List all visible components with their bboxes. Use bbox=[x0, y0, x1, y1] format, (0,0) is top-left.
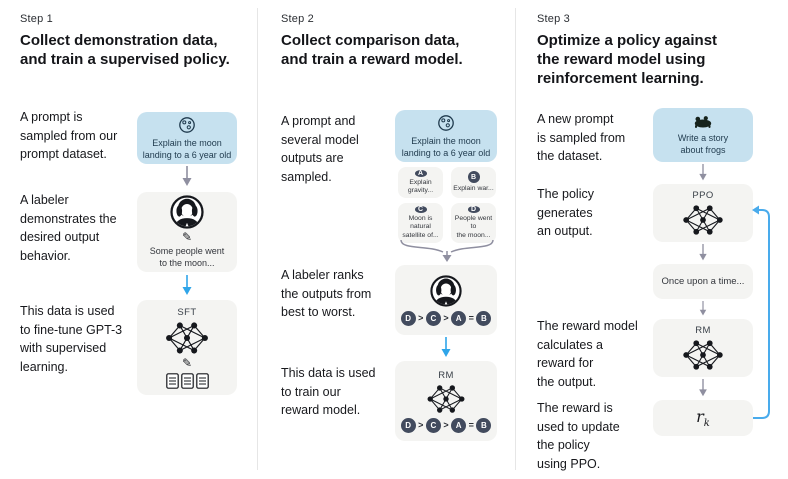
neural-network-icon bbox=[427, 384, 465, 413]
rank-separator: > bbox=[418, 313, 424, 323]
prompt-box: Explain the moon landing to a 6 year old bbox=[137, 112, 237, 164]
step-3-title: Optimize a policy against the reward mod… bbox=[537, 32, 718, 87]
model-label: RM bbox=[695, 325, 711, 336]
prompt-box: Explain the moon landing to a 6 year old bbox=[395, 110, 497, 162]
step-1-paragraph: A prompt is sampled from our prompt data… bbox=[20, 110, 118, 161]
model-label: PPO bbox=[692, 190, 714, 201]
generated-output-box: Once upon a time... bbox=[653, 264, 753, 299]
down-arrow-icon bbox=[699, 379, 707, 397]
output-badge: A bbox=[414, 169, 427, 177]
down-arrow-icon bbox=[699, 164, 707, 181]
output-box-d: D People went to the moon... bbox=[451, 203, 496, 243]
output-text: People went to the moon... bbox=[454, 214, 493, 239]
output-text: Explain war... bbox=[453, 185, 494, 193]
reward-value-box: rk bbox=[653, 400, 753, 436]
output-box-a: A Explain gravity... bbox=[398, 167, 443, 198]
reward-symbol: rk bbox=[696, 406, 710, 430]
step-1-paragraph: This data is used to fine-tune GPT-3 wit… bbox=[20, 304, 123, 374]
step-1-paragraph: A labeler demonstrates the desired outpu… bbox=[20, 193, 117, 263]
rank-badge: D bbox=[400, 310, 416, 326]
rank-badge: A bbox=[451, 417, 467, 433]
step-3-paragraph: The policy generates an output. bbox=[537, 187, 594, 238]
moon-icon bbox=[438, 114, 454, 131]
down-arrow-icon bbox=[699, 244, 707, 261]
document-icon bbox=[195, 372, 209, 389]
sft-model-box: SFT ✎ bbox=[137, 300, 237, 395]
rank-badge: B bbox=[476, 310, 492, 326]
output-box-b: B Explain war... bbox=[451, 167, 496, 198]
pencil-icon: ✎ bbox=[181, 230, 193, 244]
neural-network-icon bbox=[166, 321, 208, 354]
prompt-text: Explain the moon landing to a 6 year old bbox=[142, 137, 232, 160]
rank-badge: C bbox=[425, 417, 441, 433]
frog-icon bbox=[694, 115, 712, 128]
labeler-icon bbox=[170, 195, 204, 229]
generated-output-text: Once upon a time... bbox=[661, 275, 745, 287]
documents-icon bbox=[165, 372, 209, 389]
rank-badge: B bbox=[476, 417, 492, 433]
rm-model-box: RM bbox=[653, 319, 753, 377]
model-label: SFT bbox=[177, 306, 197, 318]
neural-network-icon bbox=[683, 205, 723, 235]
down-arrow-blue-icon bbox=[182, 275, 192, 295]
document-icon bbox=[180, 372, 194, 389]
prompt-box: Write a story about frogs bbox=[653, 108, 753, 162]
output-badge: C bbox=[414, 205, 427, 213]
step-1-label: Step 1 bbox=[20, 13, 54, 25]
demonstration-text: Some people went to the moon... bbox=[149, 246, 225, 268]
rank-separator: = bbox=[468, 420, 474, 430]
step-3-paragraph: The reward is used to update the policy … bbox=[537, 401, 620, 471]
down-arrow-icon bbox=[182, 166, 192, 186]
rank-badge: D bbox=[400, 417, 416, 433]
rank-separator: > bbox=[418, 420, 424, 430]
column-divider bbox=[515, 8, 516, 470]
step-2-paragraph: A prompt and several model outputs are s… bbox=[281, 114, 359, 184]
column-divider bbox=[257, 8, 258, 470]
down-arrow-blue-icon bbox=[441, 337, 451, 357]
step-3-paragraph: The reward model calculates a reward for… bbox=[537, 319, 638, 389]
rank-separator: > bbox=[443, 420, 449, 430]
output-text: Moon is natural satellite of... bbox=[402, 214, 439, 239]
down-arrow-icon bbox=[699, 301, 707, 316]
rank-badge: A bbox=[451, 310, 467, 326]
rank-separator: = bbox=[468, 313, 474, 323]
rm-model-box: RM D > C > A = B bbox=[395, 361, 497, 441]
output-text: Explain gravity... bbox=[407, 178, 434, 195]
ranking-row: D > C > A = B bbox=[400, 310, 492, 326]
step-2-paragraph: A labeler ranks the outputs from best to… bbox=[281, 268, 372, 319]
output-badge: D bbox=[467, 205, 480, 213]
labeler-box: ✎ Some people went to the moon... bbox=[137, 192, 237, 272]
step-3-label: Step 3 bbox=[537, 13, 571, 25]
step-2-paragraph: This data is used to train our reward mo… bbox=[281, 366, 376, 417]
rank-separator: > bbox=[443, 313, 449, 323]
document-icon bbox=[165, 372, 179, 389]
prompt-text: Explain the moon landing to a 6 year old bbox=[401, 135, 491, 158]
moon-icon bbox=[179, 116, 195, 133]
output-box-c: C Moon is natural satellite of... bbox=[398, 203, 443, 243]
labeler-icon bbox=[430, 274, 462, 307]
step-3-paragraph: A new prompt is sampled from the dataset… bbox=[537, 112, 626, 163]
neural-network-icon bbox=[683, 340, 723, 370]
rank-badge: C bbox=[425, 310, 441, 326]
ppo-policy-box: PPO bbox=[653, 184, 753, 242]
labeler-ranking-box: D > C > A = B bbox=[395, 265, 497, 335]
pencil-icon: ✎ bbox=[181, 355, 193, 370]
output-badge: B bbox=[467, 171, 480, 184]
step-1-title: Collect demonstration data, and train a … bbox=[20, 32, 230, 68]
feedback-loop-arrow-icon bbox=[752, 205, 770, 419]
prompt-text: Write a story about frogs bbox=[677, 132, 729, 155]
model-label: RM bbox=[438, 369, 454, 381]
ranking-row: D > C > A = B bbox=[400, 417, 492, 433]
step-2-title: Collect comparison data, and train a rew… bbox=[281, 32, 463, 68]
step-2-label: Step 2 bbox=[281, 13, 315, 25]
brace-arrow-icon bbox=[400, 239, 494, 262]
